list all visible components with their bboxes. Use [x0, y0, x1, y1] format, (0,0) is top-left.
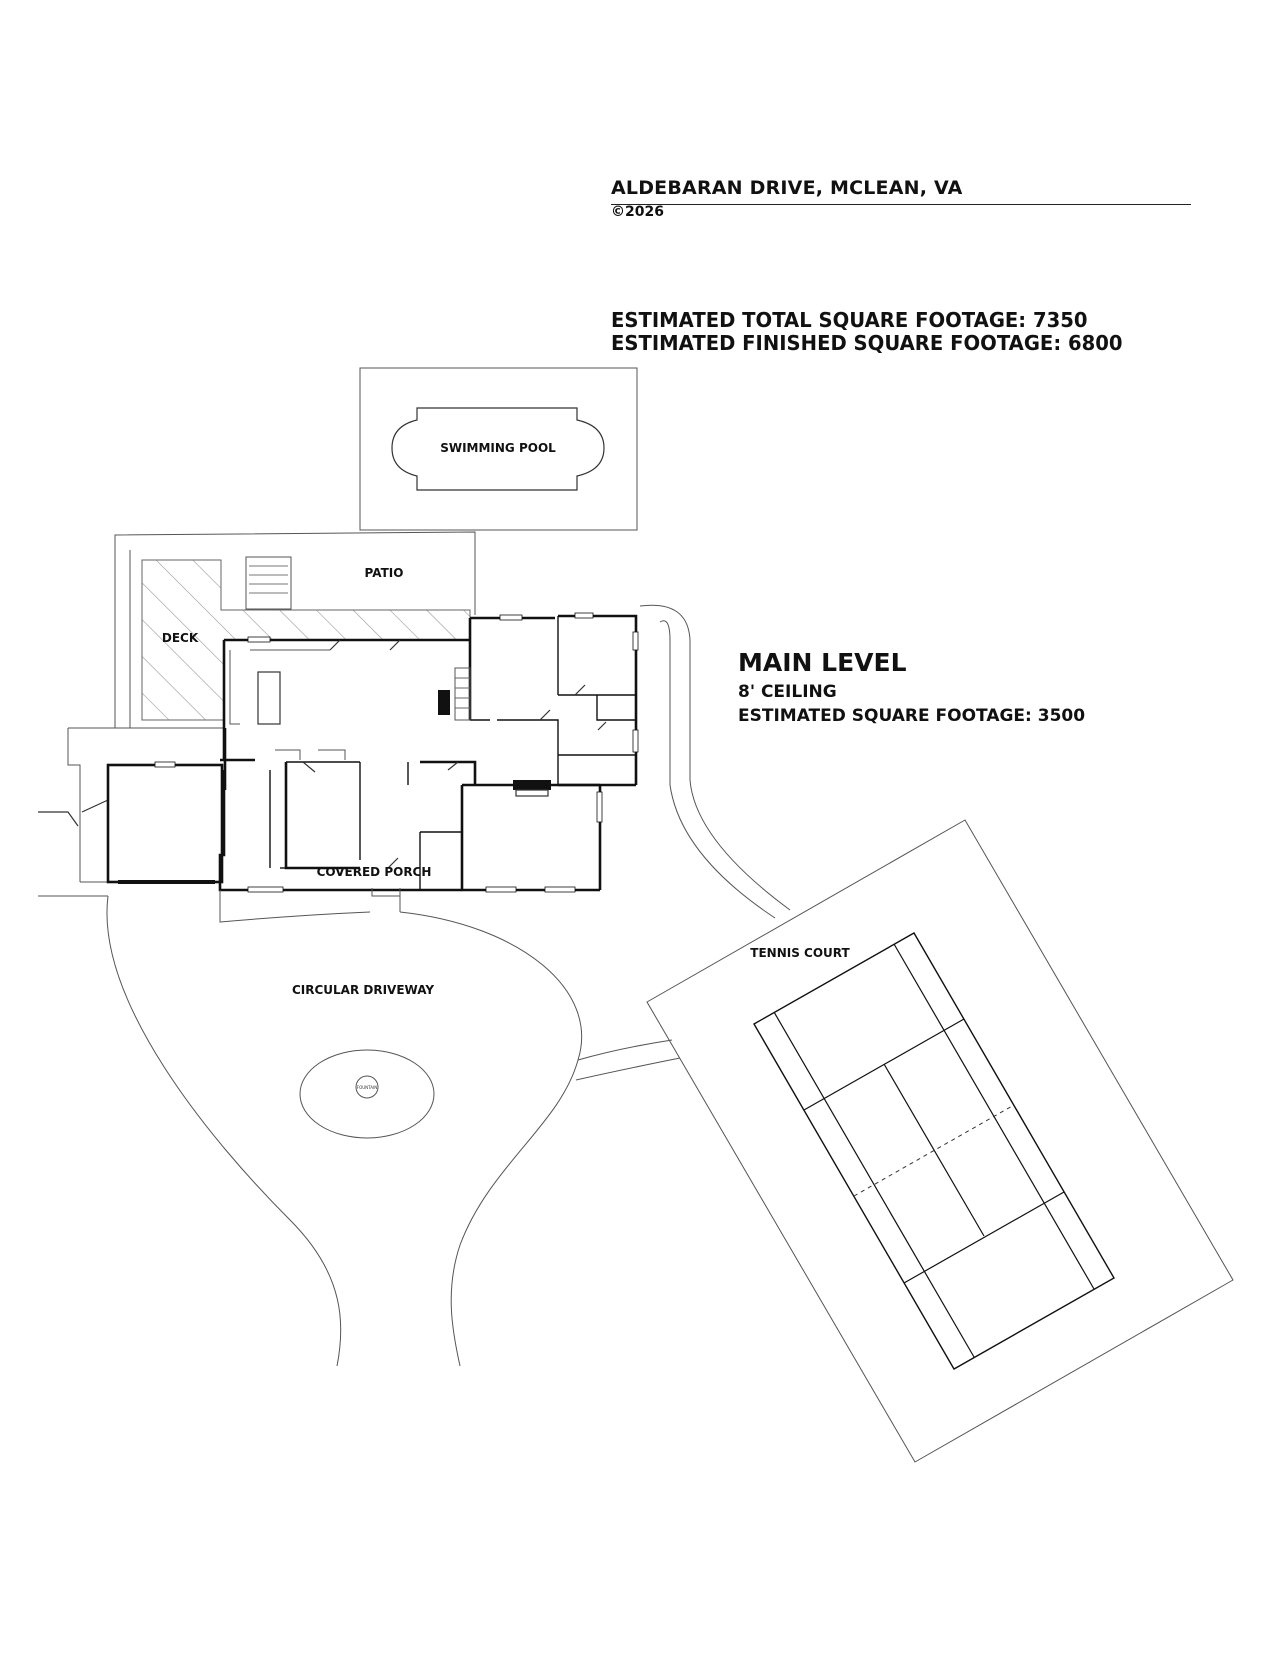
tennis-court: TENNIS COURT: [646, 819, 1234, 1463]
driveway-label: CIRCULAR DRIVEWAY: [292, 983, 434, 997]
total-square-footage: ESTIMATED TOTAL SQUARE FOOTAGE: 7350: [611, 308, 1088, 332]
garage: [106, 763, 224, 884]
patio-area: PATIO: [114, 531, 476, 728]
level-square-footage: ESTIMATED SQUARE FOOTAGE: 3500: [738, 706, 1086, 726]
fountain-label: FOUNTAIN: [357, 1085, 377, 1090]
tennis-court-label: TENNIS COURT: [750, 946, 850, 960]
swimming-pool-area: SWIMMING POOL: [359, 367, 638, 531]
property-address: ALDEBARAN DRIVE, MCLEAN, VA: [611, 177, 963, 199]
level-ceiling-height: 8' CEILING: [738, 682, 837, 702]
circular-driveway: FOUNTAIN CIRCULAR DRIVEWAY: [106, 888, 681, 1367]
house-walls: [154, 612, 639, 893]
covered-porch: COVERED PORCH: [317, 865, 432, 879]
deck-label: DECK: [162, 631, 199, 645]
level-name: MAIN LEVEL: [738, 648, 907, 677]
header-rule: [611, 204, 1191, 205]
pool-label: SWIMMING POOL: [440, 441, 556, 455]
finished-square-footage: ESTIMATED FINISHED SQUARE FOOTAGE: 6800: [611, 331, 1123, 355]
patio-label: PATIO: [365, 566, 404, 580]
porch-label: COVERED PORCH: [317, 865, 432, 879]
copyright-notice: ©2026: [611, 204, 664, 220]
